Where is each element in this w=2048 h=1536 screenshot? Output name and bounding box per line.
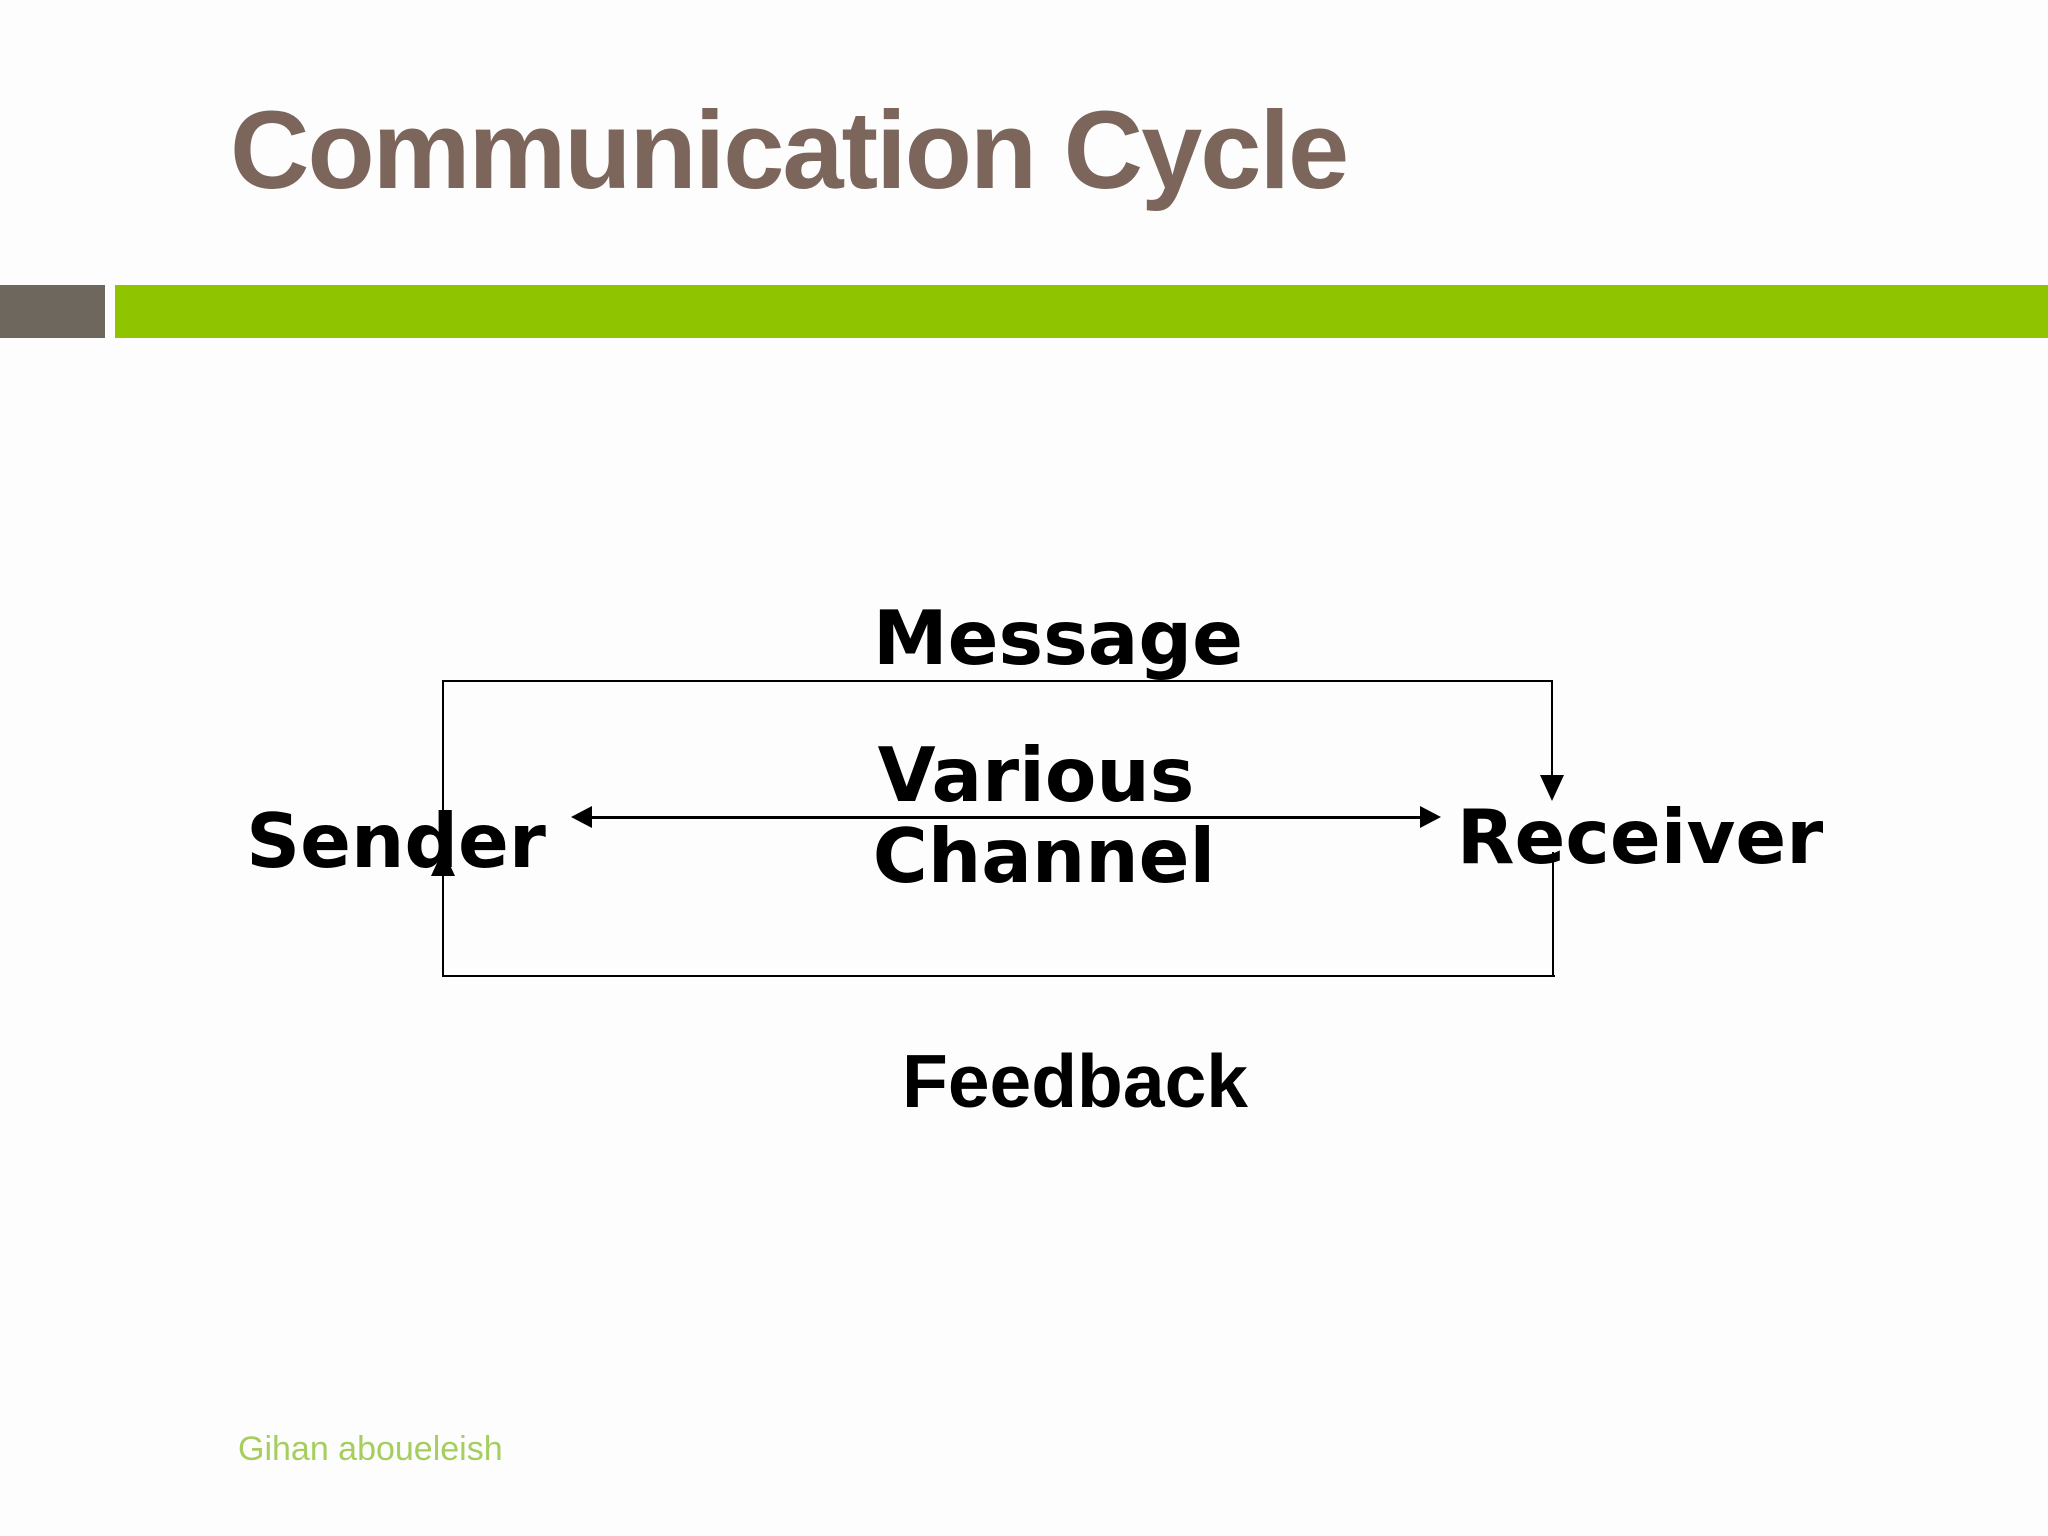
message-path-top-line bbox=[443, 680, 1553, 682]
message-label: Message bbox=[873, 594, 1243, 682]
channel-arrow-line bbox=[589, 816, 1423, 819]
sender-node-label: Sender bbox=[246, 797, 546, 885]
title-divider-block bbox=[0, 285, 105, 338]
arrowhead-left-icon bbox=[571, 806, 592, 828]
arrowhead-down-icon bbox=[1540, 775, 1564, 801]
arrowhead-up-icon bbox=[431, 850, 455, 876]
message-path-down-line bbox=[1551, 680, 1553, 775]
various-channel-label-line2: Channel bbox=[872, 812, 1216, 900]
feedback-path-bottom-line bbox=[442, 975, 1555, 977]
slide-title: Communication Cycle bbox=[230, 89, 1349, 212]
feedback-label: Feedback bbox=[902, 1039, 1248, 1123]
receiver-node-label: Receiver bbox=[1456, 793, 1824, 881]
various-channel-label-line1: Various bbox=[877, 731, 1195, 819]
title-divider-bar bbox=[115, 285, 2048, 338]
sender-vertical-line bbox=[442, 680, 444, 977]
feedback-path-down-line bbox=[1552, 852, 1554, 975]
footer-author: Gihan aboueleish bbox=[238, 1430, 503, 1468]
arrowhead-right-icon bbox=[1420, 806, 1441, 828]
